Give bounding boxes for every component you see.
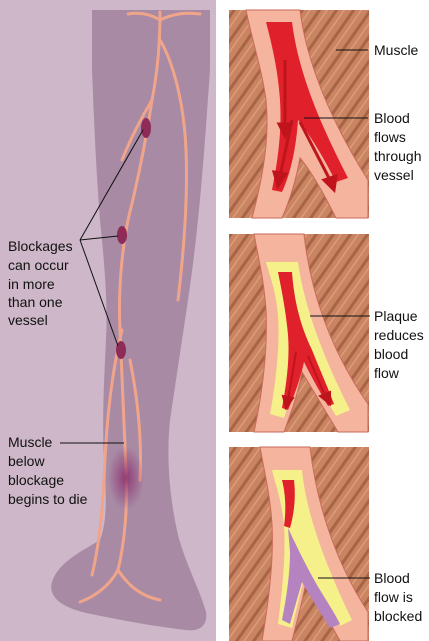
muscle-die-label-line: below	[8, 453, 45, 469]
blood-flows-label-line: vessel	[374, 167, 414, 183]
panel-plaque-vessel	[229, 234, 369, 432]
blocked-label-line: blocked	[374, 608, 422, 624]
blockages-label-line: in more	[8, 276, 55, 292]
leg-panel: Blockages can occur in more than one ves…	[0, 0, 216, 641]
plaque-label-line: reduces	[374, 327, 424, 343]
panel-blocked-vessel	[229, 447, 369, 641]
muscle-label: Muscle	[374, 42, 419, 58]
muscle-die-label-line: begins to die	[8, 491, 88, 507]
muscle-die-label-line: blockage	[8, 472, 64, 488]
blood-flows-label-line: through	[374, 148, 421, 164]
muscle-label-line: Muscle	[374, 42, 419, 58]
blood-flows-label-line: Blood	[374, 110, 410, 126]
blood-flows-label-line: flows	[374, 129, 406, 145]
blocked-label-line: Blood	[374, 570, 410, 586]
blockages-label-line: vessel	[8, 312, 48, 328]
plaque-label: Plaque reduces blood flow	[374, 308, 428, 381]
plaque-label-line: blood	[374, 346, 408, 362]
blockage-marker	[117, 226, 127, 244]
blockage-marker	[141, 118, 151, 138]
plaque-label-line: flow	[374, 365, 400, 381]
blocked-label: Blood flow is blocked	[374, 570, 422, 624]
panel-healthy-vessel	[229, 10, 369, 218]
plaque-label-line: Plaque	[374, 308, 418, 324]
muscle-die-label-line: Muscle	[8, 434, 53, 450]
blood-flows-label: Blood flows through vessel	[374, 110, 425, 183]
blocked-label-line: flow is	[374, 589, 413, 605]
blockages-label-line: can occur	[8, 257, 69, 273]
dying-muscle-region	[108, 446, 144, 510]
blockages-label-line: Blockages	[8, 238, 73, 254]
blockages-label-line: than one	[8, 294, 63, 310]
